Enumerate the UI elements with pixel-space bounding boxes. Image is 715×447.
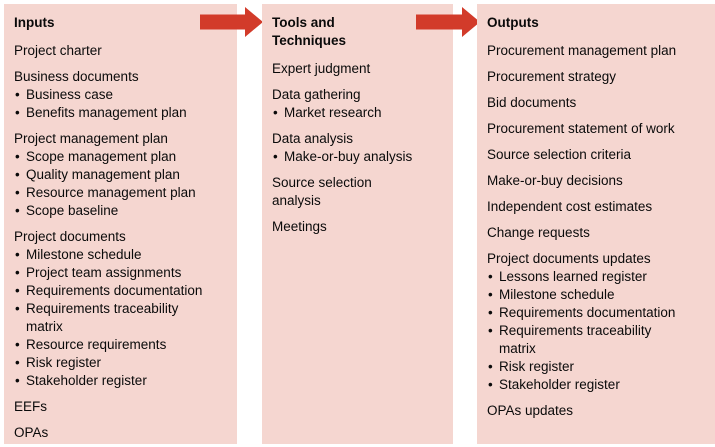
inputs-heading: Inputs — [14, 15, 55, 30]
item-group: OPAs updates — [487, 402, 710, 420]
item-group: Change requests — [487, 224, 710, 242]
bullet-list: Make-or-buy analysis — [272, 148, 448, 166]
item-group: Business documentsBusiness caseBenefits … — [14, 68, 232, 122]
item-group: EEFs — [14, 398, 232, 416]
bullet-item: Requirements documentation — [14, 282, 208, 300]
bullet-item: Stakeholder register — [487, 376, 681, 394]
bullet-item: Scope baseline — [14, 202, 208, 220]
item-group: Make-or-buy decisions — [487, 172, 710, 190]
item-label: Data analysis — [272, 131, 354, 146]
item-label: Project documents — [14, 229, 126, 244]
item-group: Data analysisMake-or-buy analysis — [272, 130, 448, 166]
item-label: Expert judgment — [272, 61, 371, 76]
item-label: Project documents updates — [487, 251, 651, 266]
item-label: Procurement strategy — [487, 69, 617, 84]
bullet-item: Make-or-buy analysis — [272, 148, 448, 166]
item-label: Procurement management plan — [487, 43, 677, 58]
bullet-item: Requirements traceability matrix — [14, 300, 208, 336]
flow-arrow-right-icon — [200, 7, 263, 37]
bullet-item: Business case — [14, 86, 208, 104]
bullet-list: Scope management planQuality management … — [14, 148, 232, 220]
item-label: Project charter — [14, 43, 102, 58]
item-label: Project management plan — [14, 131, 168, 146]
item-label: OPAs — [14, 425, 49, 440]
bullet-item: Resource requirements — [14, 336, 208, 354]
bullet-list: Business caseBenefits management plan — [14, 86, 232, 122]
item-label: Meetings — [272, 219, 327, 234]
bullet-item: Milestone schedule — [14, 246, 208, 264]
item-group: Independent cost estimates — [487, 198, 710, 216]
bullet-item: Project team assignments — [14, 264, 208, 282]
item-group: Project management planScope management … — [14, 130, 232, 220]
bullet-item: Requirements documentation — [487, 304, 681, 322]
bullet-item: Stakeholder register — [14, 372, 208, 390]
item-label: Source selection analysis — [272, 175, 372, 208]
bullet-item: Benefits management plan — [14, 104, 208, 122]
bullet-item: Milestone schedule — [487, 286, 681, 304]
item-group: Project charter — [14, 42, 232, 60]
item-group: Source selection criteria — [487, 146, 710, 164]
item-group: Expert judgment — [272, 60, 448, 78]
bullet-list: Market research — [272, 104, 448, 122]
item-group: Procurement statement of work — [487, 120, 710, 138]
item-group: Meetings — [272, 218, 448, 236]
bullet-item: Scope management plan — [14, 148, 208, 166]
item-label: Change requests — [487, 225, 590, 240]
bullet-item: Lessons learned register — [487, 268, 681, 286]
item-group: Data gatheringMarket research — [272, 86, 448, 122]
item-label: Data gathering — [272, 87, 361, 102]
item-label: EEFs — [14, 399, 48, 414]
item-label: Source selection criteria — [487, 147, 632, 162]
item-group: Project documentsMilestone scheduleProje… — [14, 228, 232, 390]
bullet-item: Requirements traceability matrix — [487, 322, 681, 358]
item-group: Procurement management plan — [487, 42, 710, 60]
item-label: OPAs updates — [487, 403, 574, 418]
bullet-item: Market research — [272, 104, 448, 122]
item-label: Business documents — [14, 69, 139, 84]
item-group: Project documents updatesLessons learned… — [487, 250, 710, 394]
item-group: Source selection analysis — [272, 174, 448, 210]
bullet-item: Quality management plan — [14, 166, 208, 184]
bullet-item: Risk register — [14, 354, 208, 372]
item-label: Bid documents — [487, 95, 577, 110]
flow-arrow-right-icon — [416, 7, 480, 37]
bullet-list: Lessons learned registerMilestone schedu… — [487, 268, 710, 394]
outputs-heading: Outputs — [487, 15, 539, 30]
item-label: Make-or-buy decisions — [487, 173, 623, 188]
bullet-item: Risk register — [487, 358, 681, 376]
item-group: OPAs — [14, 424, 232, 442]
item-label: Procurement statement of work — [487, 121, 675, 136]
tools-and-techniques-heading: Tools and Techniques — [272, 15, 347, 48]
bullet-list: Milestone scheduleProject team assignmen… — [14, 246, 232, 390]
item-group: Procurement strategy — [487, 68, 710, 86]
bullet-item: Resource management plan — [14, 184, 208, 202]
item-label: Independent cost estimates — [487, 199, 653, 214]
item-group: Bid documents — [487, 94, 710, 112]
